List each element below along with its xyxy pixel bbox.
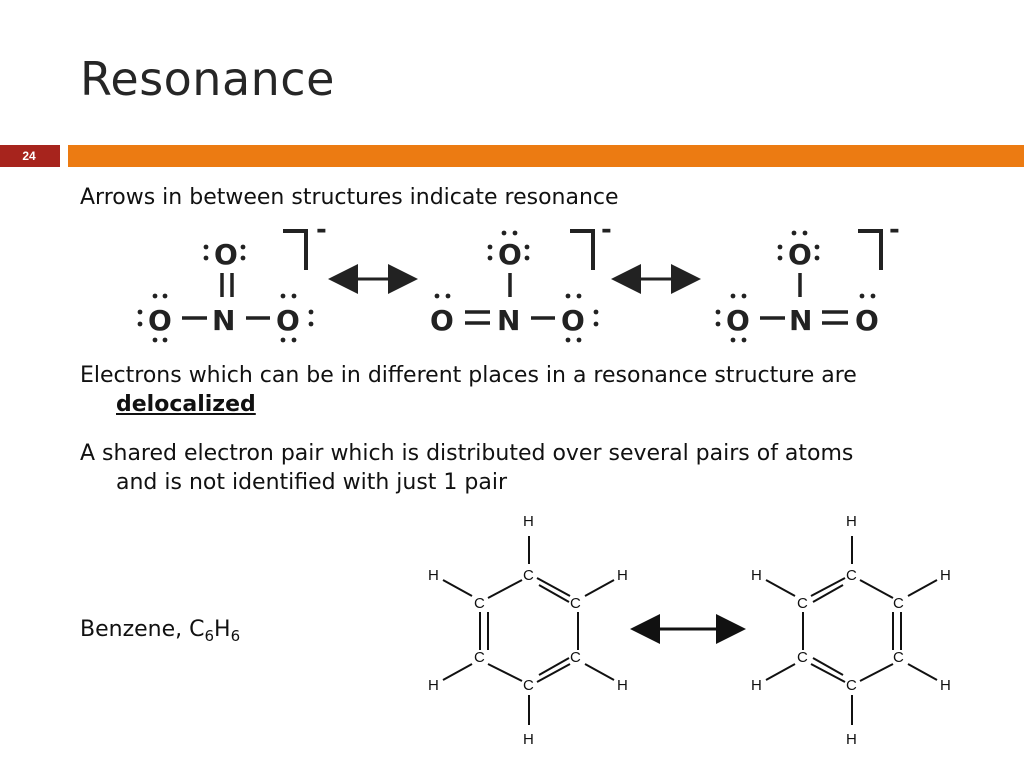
atom-h: H [940,677,951,694]
atom-h: H [751,567,762,584]
atom-o-top: O [788,238,812,271]
atom-c: C [893,649,904,666]
benzene-structure-2-labels: H C H C C H C C H C H H [751,513,951,748]
slide-number-band [0,145,60,167]
atom-c: C [570,649,581,666]
bullet-shared-pair-line2: and is not identified with just 1 pair [116,470,508,495]
benzene-sub-c: 6 [204,627,215,645]
benzene-label-h: H [214,617,231,642]
atom-c: C [846,567,857,584]
atom-c: C [797,595,808,612]
atom-o-left: O [726,304,750,337]
atom-c: C [523,677,534,694]
atom-n: N [212,304,235,337]
charge-sign: - [316,215,327,245]
nitrite-structure-1: O O N O - [137,215,327,343]
atom-h: H [428,677,439,694]
atom-c: C [846,677,857,694]
atom-o-right: O [276,304,300,337]
atom-o-right: O [855,304,879,337]
atom-n: N [497,304,520,337]
atom-c: C [893,595,904,612]
benzene-label-text: Benzene, C [80,617,205,642]
accent-band [68,145,1024,167]
charge-sign: - [889,215,900,245]
atom-c: C [523,567,534,584]
atom-c: C [474,595,485,612]
atom-c: C [797,649,808,666]
atom-h: H [428,567,439,584]
benzene-structure-2 [765,536,938,725]
nitrite-structure-2: O O N O - [430,215,612,343]
benzene-sub-h: 6 [230,627,241,645]
term-delocalized: delocalized [116,392,256,417]
atom-h: H [940,567,951,584]
atom-h: H [617,567,628,584]
atom-o-top: O [498,238,522,271]
atom-h: H [846,731,857,748]
atom-c: C [474,649,485,666]
atom-h: H [617,677,628,694]
bullet-shared-pair-line1: A shared electron pair which is distribu… [80,441,854,466]
charge-sign: - [601,215,612,245]
atom-h: H [751,677,762,694]
benzene-structure-1-labels: H C H C C H C C H C H H [428,513,628,748]
bullet-delocalized: Electrons which can be in different plac… [80,361,960,419]
atom-o-left: O [430,304,454,337]
atom-o-top: O [214,238,238,271]
atom-n: N [789,304,812,337]
bullet-resonance-arrows: Arrows in between structures indicate re… [80,185,619,210]
atom-h: H [523,731,534,748]
atom-c: C [570,595,581,612]
atom-h: H [523,513,534,530]
nitrite-structure-3: O O N O - [715,215,900,343]
benzene-label: Benzene, C6H6 [80,615,240,651]
bullet-delocalized-text: Electrons which can be in different plac… [80,363,857,388]
slide-title: Resonance [80,52,335,106]
benzene-structure-1 [442,536,615,725]
atom-o-right: O [561,304,585,337]
slide-number: 24 [22,149,36,163]
bullet-shared-pair: A shared electron pair which is distribu… [80,439,960,497]
atom-o-left: O [148,304,172,337]
atom-h: H [846,513,857,530]
